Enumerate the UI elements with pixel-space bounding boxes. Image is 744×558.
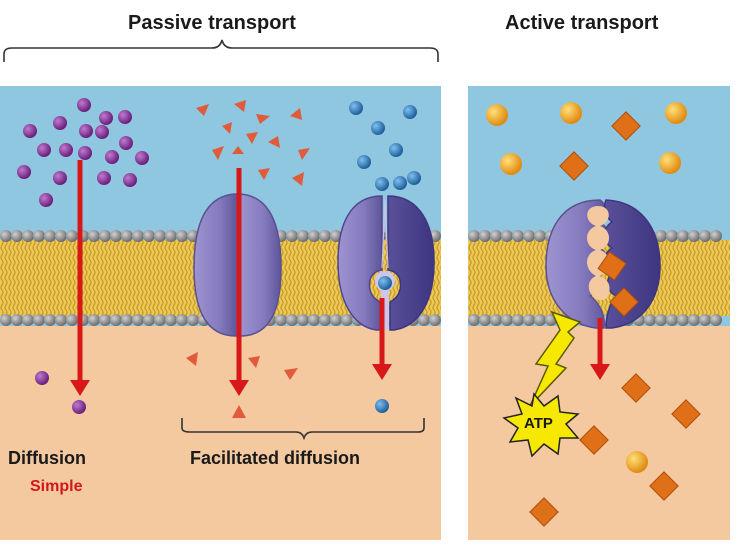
- cytoplasm: [0, 326, 441, 540]
- lipid-head: [501, 314, 513, 326]
- lipid-head: [0, 314, 12, 326]
- lipid-head: [644, 314, 656, 326]
- lipid-head: [512, 314, 524, 326]
- passive-bracket: [3, 39, 439, 62]
- lipid-head: [22, 314, 34, 326]
- simple-label: Simple: [30, 478, 83, 495]
- lipid-head: [11, 230, 23, 242]
- lipid-head: [297, 314, 309, 326]
- lipid-head: [132, 230, 144, 242]
- lipid-head: [33, 230, 45, 242]
- carrier-protein-icon: [337, 195, 435, 331]
- pump-arrow: [590, 318, 610, 380]
- lipid-head: [429, 314, 441, 326]
- lipid-head: [154, 314, 166, 326]
- lipid-head: [330, 314, 342, 326]
- lipid-head: [677, 314, 689, 326]
- lipid-head: [275, 314, 287, 326]
- lipid-head: [468, 230, 480, 242]
- lipid-head: [710, 314, 722, 326]
- lipid-head: [655, 314, 667, 326]
- lipid-head: [655, 230, 667, 242]
- lipid-head: [99, 314, 111, 326]
- lipid-head: [677, 230, 689, 242]
- orange-cubes: [529, 111, 701, 527]
- lipid-head: [699, 230, 711, 242]
- lipid-head: [297, 230, 309, 242]
- lipid-head: [99, 230, 111, 242]
- carrier-arrow: [372, 298, 392, 380]
- lipid-head: [44, 230, 56, 242]
- lipid-head: [154, 230, 166, 242]
- active-transport-title: Active transport: [505, 12, 659, 34]
- lipid-head: [479, 230, 491, 242]
- lipid-head: [22, 230, 34, 242]
- lipid-head: [176, 230, 188, 242]
- lipid-head: [44, 314, 56, 326]
- lipid-head: [699, 314, 711, 326]
- lipid-head: [666, 314, 678, 326]
- lipid-head: [88, 230, 100, 242]
- lipid-head: [187, 314, 199, 326]
- lipid-head: [66, 314, 78, 326]
- channel-arrow: [229, 168, 249, 396]
- lipid-head: [132, 314, 144, 326]
- lipid-head: [143, 230, 155, 242]
- lipid-head: [330, 230, 342, 242]
- orange-spheres: [486, 102, 687, 473]
- lipid-head: [418, 314, 430, 326]
- lipid-head: [165, 230, 177, 242]
- lipid-head: [512, 230, 524, 242]
- lipid-head: [121, 314, 133, 326]
- passive-transport-title: Passive transport: [128, 12, 296, 34]
- lipid-head: [55, 230, 67, 242]
- lipid-head: [341, 314, 353, 326]
- lipid-head: [710, 230, 722, 242]
- lipid-head: [308, 314, 320, 326]
- lipid-head: [110, 230, 122, 242]
- atp-burst-icon: [502, 392, 580, 458]
- lipid-head: [88, 314, 100, 326]
- lipid-head: [490, 314, 502, 326]
- lipid-head: [286, 314, 298, 326]
- simple-diffusion-arrow: [70, 160, 90, 396]
- red-triangle-molecules: [186, 100, 310, 418]
- lipid-head: [468, 314, 480, 326]
- facilitated-bracket: [181, 418, 425, 441]
- lipid-head: [523, 230, 535, 242]
- lipid-head: [534, 314, 546, 326]
- lipid-head: [688, 314, 700, 326]
- lipid-head: [688, 230, 700, 242]
- lipid-head: [286, 230, 298, 242]
- lipid-head: [534, 230, 546, 242]
- lightning-bolt-icon: [529, 310, 582, 407]
- lipid-head: [501, 230, 513, 242]
- lipid-head: [33, 314, 45, 326]
- purple-molecules: [17, 98, 149, 414]
- lipid-head: [121, 230, 133, 242]
- lipid-head: [523, 314, 535, 326]
- lipid-head: [110, 314, 122, 326]
- lipid-head: [66, 230, 78, 242]
- facilitated-diffusion-label: Facilitated diffusion: [190, 448, 361, 468]
- lipid-head: [319, 230, 331, 242]
- lipid-head: [479, 314, 491, 326]
- diffusion-label: Diffusion: [8, 448, 86, 468]
- blue-molecules: [349, 101, 421, 413]
- lipid-head: [176, 314, 188, 326]
- lipid-head: [11, 314, 23, 326]
- lipid-head: [143, 314, 155, 326]
- lipid-head: [0, 230, 12, 242]
- lipid-head: [55, 314, 67, 326]
- lipid-head: [319, 314, 331, 326]
- channel-protein-icon: [193, 193, 282, 337]
- lipid-head: [308, 230, 320, 242]
- lipid-head: [165, 314, 177, 326]
- lipid-head: [666, 230, 678, 242]
- atp-label: ATP: [524, 415, 553, 432]
- lipid-head: [490, 230, 502, 242]
